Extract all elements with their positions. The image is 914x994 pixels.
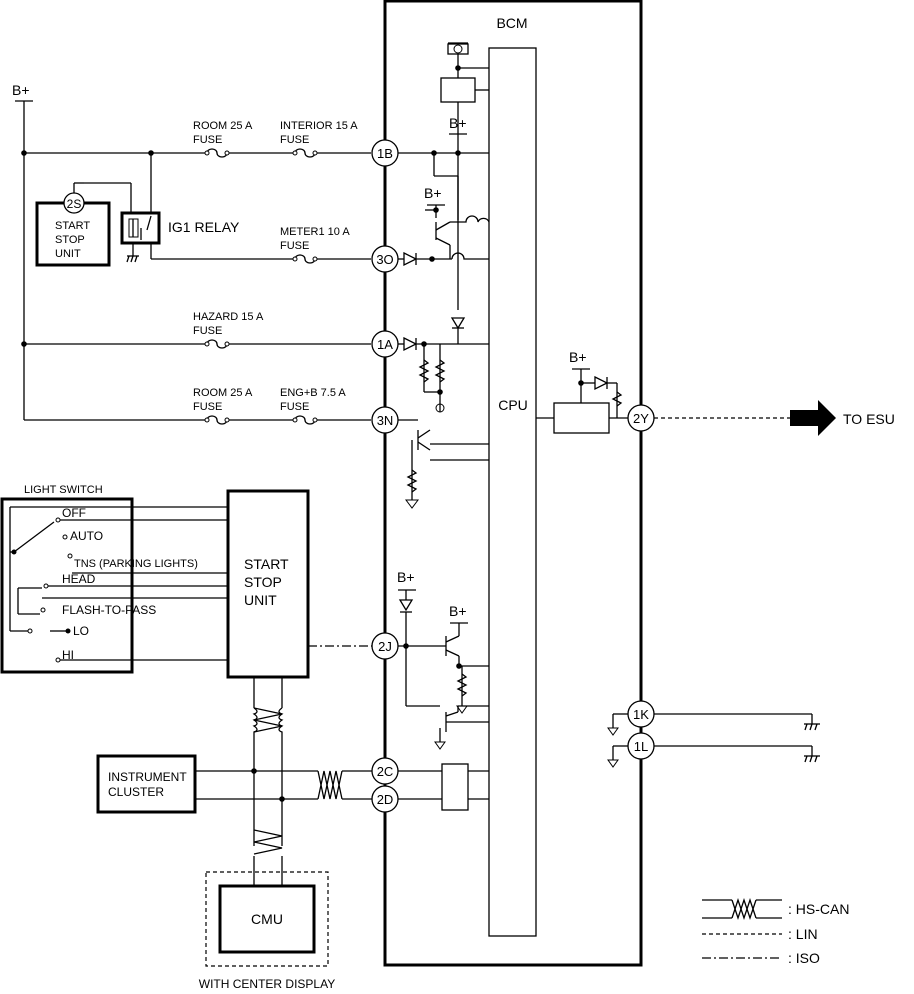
connector-3n-label: 3N (377, 413, 394, 428)
bcm-box (383, 0, 643, 967)
fuse-room2-sub: FUSE (193, 401, 222, 413)
ig1-relay-label: IG1 RELAY (168, 219, 240, 235)
ls-flash-to-pass: FLASH-TO-PASS (62, 603, 156, 617)
to-esu-label: TO ESU (843, 411, 895, 427)
connector-2c-label: 2C (377, 764, 394, 779)
legend: : HS-CAN : LIN : ISO (702, 897, 849, 966)
connector-1k-label: 1K (633, 707, 649, 722)
fuse-hazard-sub: FUSE (193, 325, 222, 337)
fuse-meter-sub: FUSE (280, 240, 309, 252)
ssu-main-line3: UNIT (244, 592, 277, 608)
ssu-small-line1: START (55, 220, 90, 232)
fuse-room-label: ROOM 25 A (193, 120, 253, 132)
connector-2y-label: 2Y (633, 411, 649, 426)
legend-lin: : LIN (788, 926, 818, 942)
instrument-cluster (96, 754, 197, 814)
ls-tns: TNS (PARKING LIGHTS) (74, 558, 198, 570)
instrument-cluster-line2: CLUSTER (108, 785, 164, 799)
cmu-label: CMU (251, 911, 283, 927)
fuse-room2-label: ROOM 25 A (193, 387, 253, 399)
ls-head: HEAD (62, 572, 96, 586)
ssu-small-line2: STOP (55, 234, 85, 246)
legend-iso: : ISO (788, 950, 820, 966)
cmu-box (218, 884, 316, 954)
fuse-meter-label: METER1 10 A (280, 226, 350, 238)
with-center-display-label: WITH CENTER DISPLAY (199, 977, 335, 991)
fuse-engb-sub: FUSE (280, 401, 309, 413)
ls-lo: LO (73, 624, 89, 638)
ssu-main-line2: STOP (244, 574, 282, 590)
connector-2s-label: 2S (67, 197, 82, 211)
connector-1b-label: 1B (377, 146, 393, 161)
bplus-label-2j-b: B+ (449, 603, 467, 619)
bplus-label-main: B+ (12, 82, 30, 98)
ssu-main-line1: START (244, 556, 289, 572)
fuse-room-sub: FUSE (193, 134, 222, 146)
light-switch-title: LIGHT SWITCH (24, 484, 103, 496)
instrument-cluster-line1: INSTRUMENT (108, 770, 187, 784)
cpu-box (488, 47, 537, 937)
connector-2j-label: 2J (378, 639, 392, 654)
legend-hs-can: : HS-CAN (788, 901, 849, 917)
ssu-small-line3: UNIT (55, 248, 81, 260)
fuse-interior-label: INTERIOR 15 A (280, 120, 358, 132)
ls-off: OFF (62, 506, 86, 520)
arrow-to-esu-icon (790, 400, 836, 436)
bcm-label: BCM (496, 15, 527, 31)
connector-2d-label: 2D (377, 792, 394, 807)
connector-1a-label: 1A (377, 337, 393, 352)
connector-3o-label: 3O (376, 252, 393, 267)
ls-auto: AUTO (70, 529, 103, 543)
bplus-label-2j-a: B+ (397, 569, 415, 585)
bplus-label-3o: B+ (424, 185, 442, 201)
center-display-dashed-box (205, 871, 329, 967)
ls-hi: HI (62, 648, 74, 662)
fuse-interior-sub: FUSE (280, 134, 309, 146)
connector-1l-label: 1L (634, 739, 648, 754)
bplus-label-2y: B+ (569, 349, 587, 365)
fuse-hazard-label: HAZARD 15 A (193, 311, 264, 323)
start-stop-unit-main (226, 489, 310, 679)
fuse-engb-label: ENG+B 7.5 A (280, 387, 346, 399)
cpu-label: CPU (498, 397, 528, 413)
